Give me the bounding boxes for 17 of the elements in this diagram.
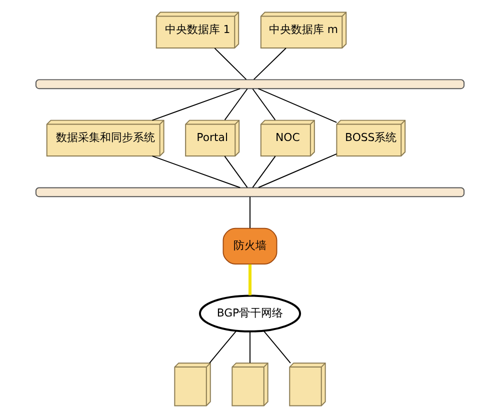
connector: [224, 156, 248, 188]
node-bar: [35, 187, 465, 198]
connector: [252, 156, 276, 188]
connector: [152, 88, 241, 121]
connector: [263, 330, 291, 364]
connector: [224, 88, 248, 120]
connector: [152, 156, 241, 188]
connector: [214, 48, 247, 80]
node-bar: [35, 79, 465, 90]
connector: [258, 153, 338, 188]
connector: [209, 330, 237, 364]
connector: [248, 264, 252, 296]
connector: [258, 88, 338, 123]
node-box: 防火墙: [222, 228, 278, 264]
connector: [252, 88, 276, 120]
node-ellipse: BGP骨干网络: [198, 294, 302, 332]
connector: [253, 48, 286, 80]
